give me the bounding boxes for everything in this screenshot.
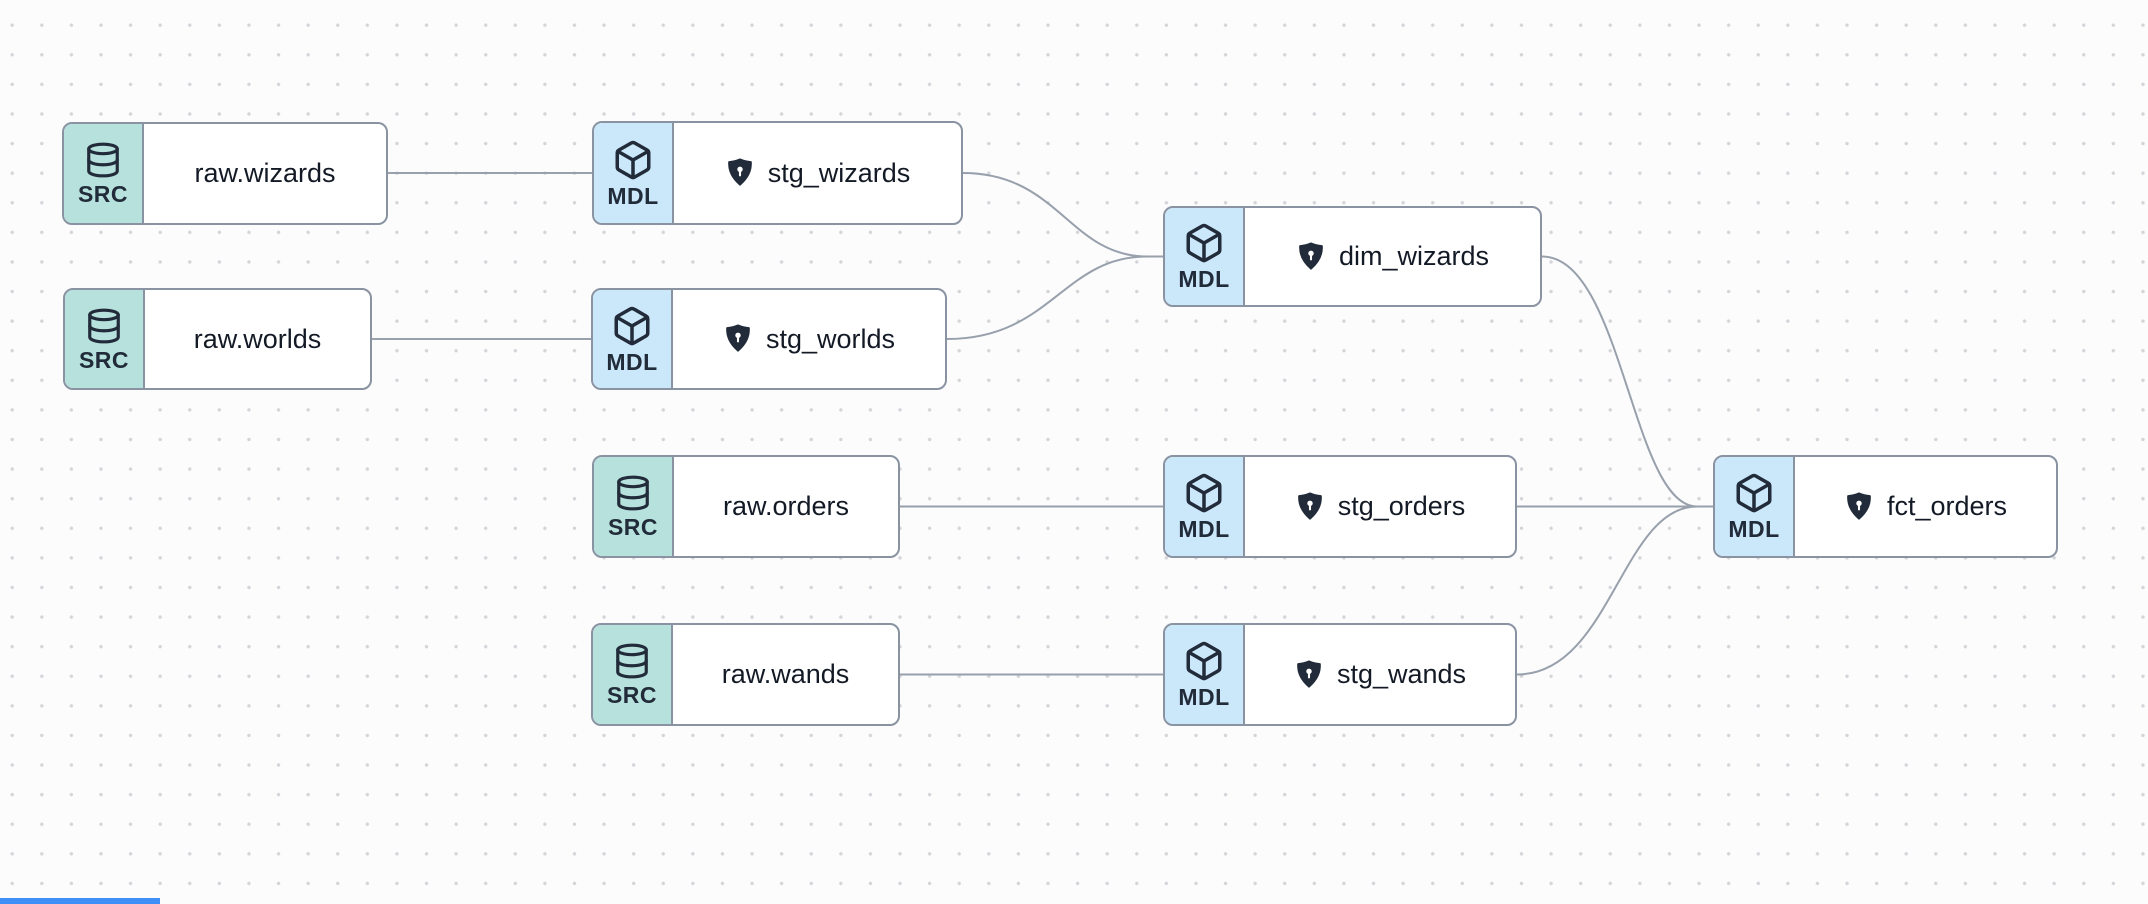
node-body: raw.wizards: [144, 124, 386, 223]
shield-lock-icon: [1297, 659, 1321, 688]
node-kind-label: SRC: [78, 346, 130, 373]
node-stg_worlds[interactable]: MDL stg_worlds: [591, 288, 947, 390]
node-kind-label: MDL: [607, 182, 659, 209]
node-label: dim_wizards: [1338, 241, 1490, 271]
node-body: dim_wizards: [1245, 208, 1540, 305]
node-body: raw.wands: [673, 625, 898, 724]
node-stg_wizards[interactable]: MDL stg_wizards: [592, 121, 963, 225]
node-raw_worlds[interactable]: SRC raw.worlds: [63, 288, 372, 390]
node-kind-badge: MDL: [594, 123, 674, 223]
node-kind-badge: MDL: [1165, 457, 1245, 556]
node-label: stg_wizards: [767, 157, 911, 188]
node-label: stg_orders: [1337, 491, 1466, 521]
node-label: raw.wands: [721, 659, 850, 689]
node-body: stg_wizards: [674, 123, 961, 223]
box-icon: [1736, 473, 1772, 513]
node-body: stg_orders: [1245, 457, 1515, 556]
node-fct_orders[interactable]: MDL fct_orders: [1713, 455, 2058, 558]
edge-stg_wizards-dim_wizards: [962, 172, 1148, 258]
node-kind-badge: SRC: [593, 625, 673, 724]
horizontal-scrollbar-thumb[interactable]: [0, 898, 160, 904]
node-kind-label: MDL: [1728, 516, 1780, 542]
node-label: raw.wizards: [194, 158, 336, 188]
box-icon: [615, 140, 651, 179]
node-label: raw.orders: [722, 491, 850, 521]
node-kind-label: MDL: [606, 348, 658, 375]
node-body: stg_worlds: [673, 290, 945, 388]
node-body: fct_orders: [1795, 457, 2056, 556]
edge-stg_wands-fct_orders: [1516, 505, 1698, 676]
node-kind-badge: MDL: [1715, 457, 1795, 556]
box-icon: [1186, 473, 1222, 513]
shield-lock-icon: [727, 158, 752, 186]
database-icon: [87, 142, 119, 178]
node-label: raw.worlds: [193, 323, 322, 354]
database-icon: [88, 308, 120, 343]
node-kind-label: MDL: [1178, 684, 1230, 710]
node-body: stg_wands: [1245, 625, 1515, 724]
shield-lock-icon: [1297, 491, 1322, 520]
node-kind-badge: SRC: [65, 290, 145, 388]
shield-lock-icon: [1299, 241, 1323, 270]
node-kind-label: MDL: [1178, 516, 1230, 542]
box-icon: [614, 306, 650, 345]
database-icon: [617, 475, 649, 511]
node-kind-label: SRC: [606, 682, 658, 708]
node-label: fct_orders: [1886, 491, 2008, 521]
node-kind-label: MDL: [1178, 266, 1230, 292]
node-kind-badge: MDL: [593, 290, 673, 388]
node-raw_wizards[interactable]: SRC raw.wizards: [62, 122, 388, 225]
shield-lock-icon: [726, 324, 750, 352]
node-label: stg_worlds: [765, 323, 896, 354]
box-icon: [1186, 223, 1222, 263]
node-body: raw.worlds: [145, 290, 370, 388]
node-kind-label: SRC: [77, 181, 129, 207]
node-kind-badge: SRC: [594, 457, 674, 556]
node-raw_orders[interactable]: SRC raw.orders: [592, 455, 900, 558]
node-kind-badge: MDL: [1165, 625, 1245, 724]
node-stg_orders[interactable]: MDL stg_orders: [1163, 455, 1517, 558]
node-kind-badge: SRC: [64, 124, 144, 223]
node-label: stg_wands: [1336, 659, 1467, 689]
node-stg_wands[interactable]: MDL stg_wands: [1163, 623, 1517, 726]
edge-dim_wizards-fct_orders: [1541, 255, 1698, 508]
node-kind-badge: MDL: [1165, 208, 1245, 305]
node-dim_wizards[interactable]: MDL dim_wizards: [1163, 206, 1542, 307]
node-raw_wands[interactable]: SRC raw.wands: [591, 623, 900, 726]
shield-lock-icon: [1847, 491, 1871, 520]
edge-stg_worlds-dim_wizards: [946, 255, 1148, 340]
node-kind-label: SRC: [607, 514, 659, 540]
node-body: raw.orders: [674, 457, 898, 556]
box-icon: [1186, 641, 1222, 681]
database-icon: [616, 643, 648, 679]
